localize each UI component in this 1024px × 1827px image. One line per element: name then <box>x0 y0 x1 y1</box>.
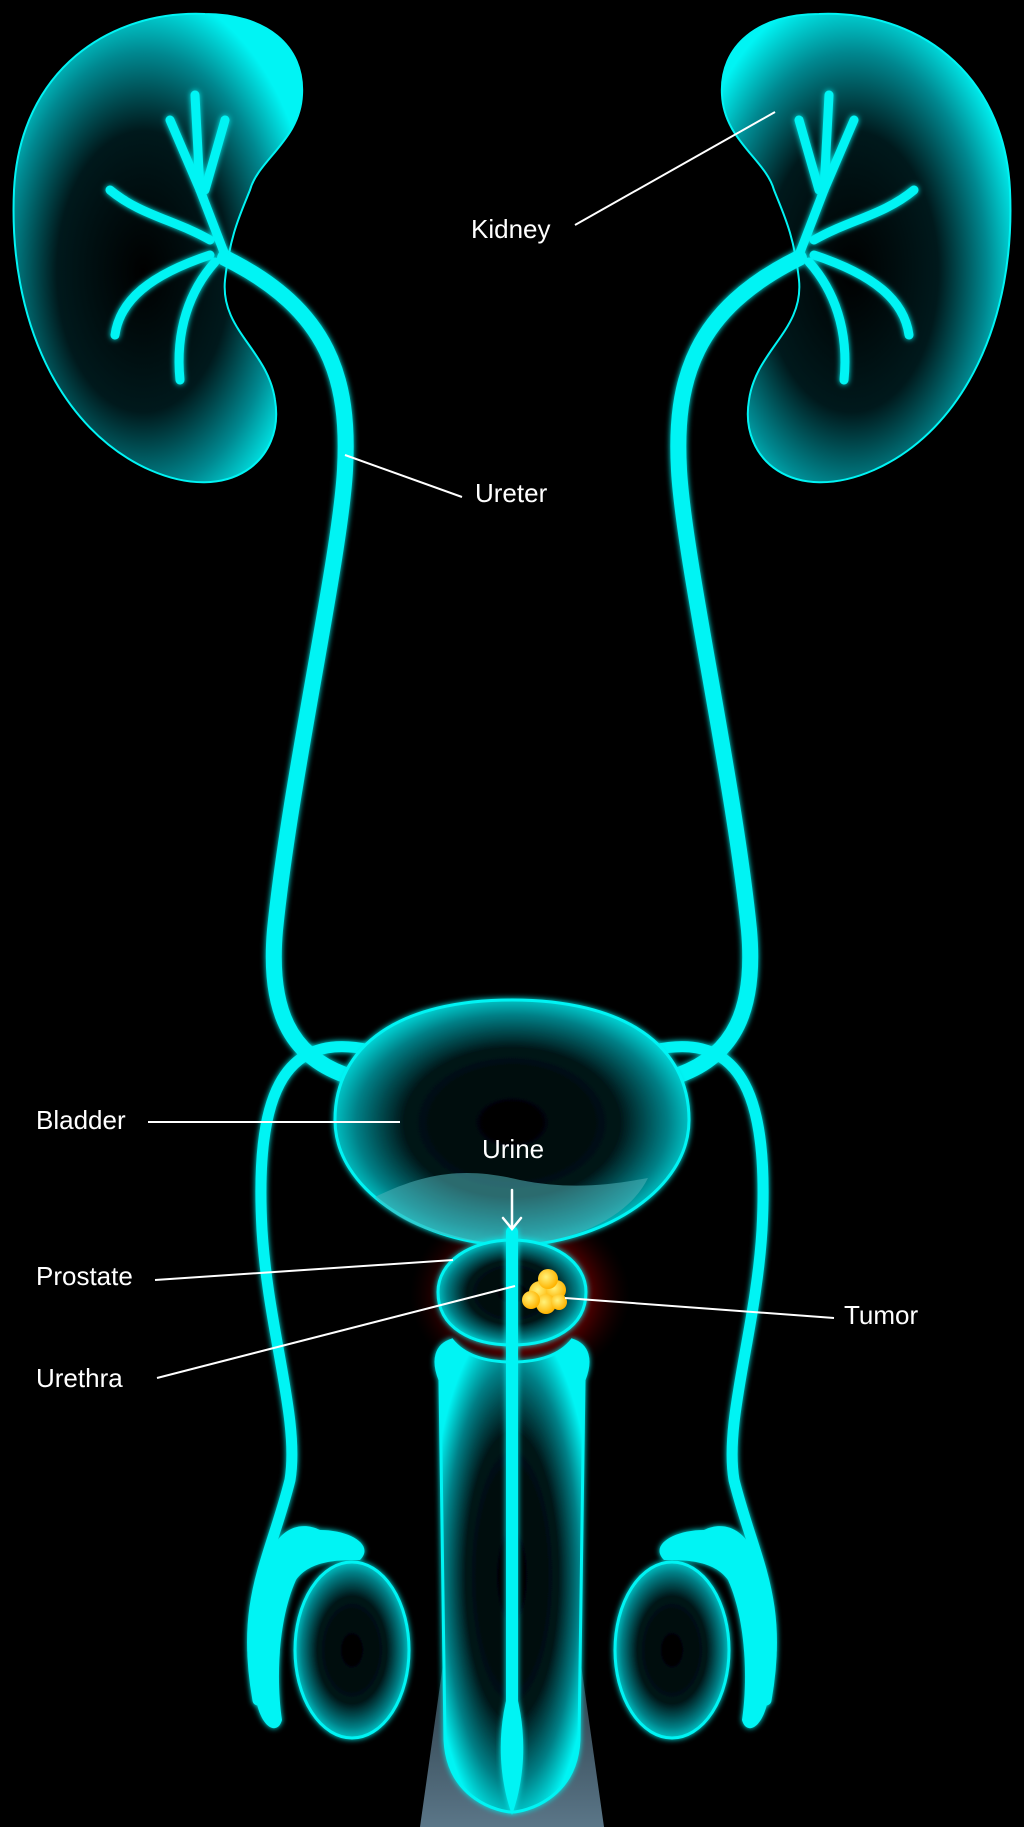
left-testis <box>253 1526 409 1738</box>
ureter-label: Ureter <box>475 478 548 508</box>
kidney-leader <box>575 112 775 225</box>
urine-label: Urine <box>482 1134 544 1164</box>
left-kidney <box>14 14 303 482</box>
prostate-label: Prostate <box>36 1261 133 1291</box>
bladder-label: Bladder <box>36 1105 126 1135</box>
kidney-label: Kidney <box>471 214 551 244</box>
prostate-leader <box>155 1260 453 1280</box>
right-testis <box>615 1526 771 1738</box>
tumor-label: Tumor <box>844 1300 918 1330</box>
urethra-label: Urethra <box>36 1363 123 1393</box>
ureter-leader <box>345 455 462 497</box>
right-kidney <box>722 14 1011 482</box>
